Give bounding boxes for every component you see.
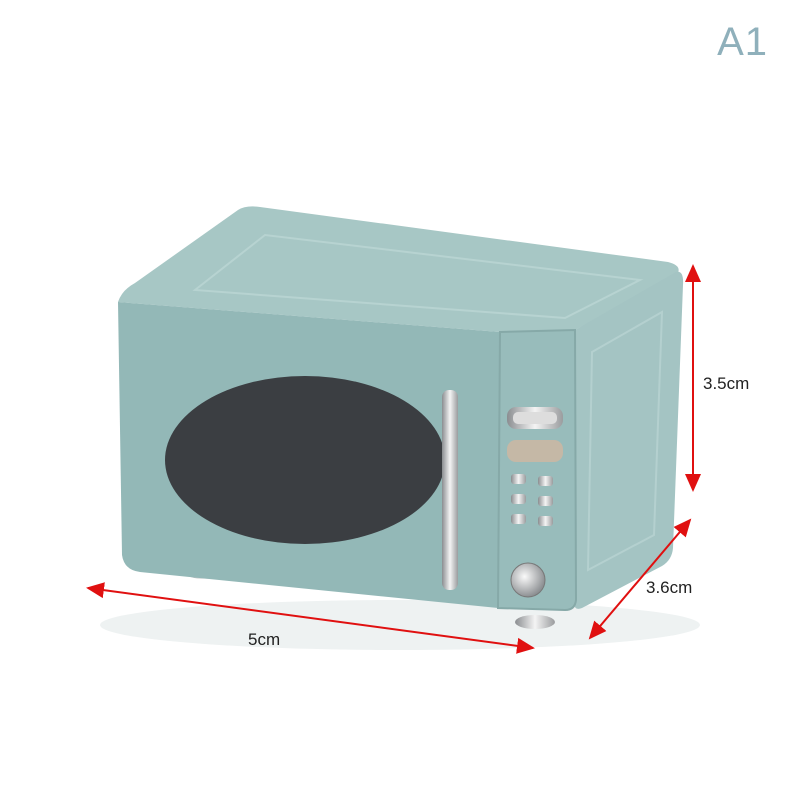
depth-label: 3.6cm <box>646 578 693 597</box>
foot <box>515 615 555 629</box>
height-label: 3.5cm <box>703 374 750 393</box>
depth-arrow <box>588 518 692 640</box>
control-panel <box>496 328 578 612</box>
door-handle <box>442 390 458 590</box>
variant-badge: A1 <box>717 20 768 64</box>
width-arrow <box>86 582 535 654</box>
width-label: 5cm <box>248 630 281 649</box>
dimension-arrows <box>86 264 701 654</box>
window <box>165 376 445 544</box>
display <box>507 440 563 462</box>
microwave <box>100 206 700 650</box>
dial-knob <box>510 562 546 598</box>
keypad <box>511 474 553 526</box>
top-face <box>118 206 679 332</box>
